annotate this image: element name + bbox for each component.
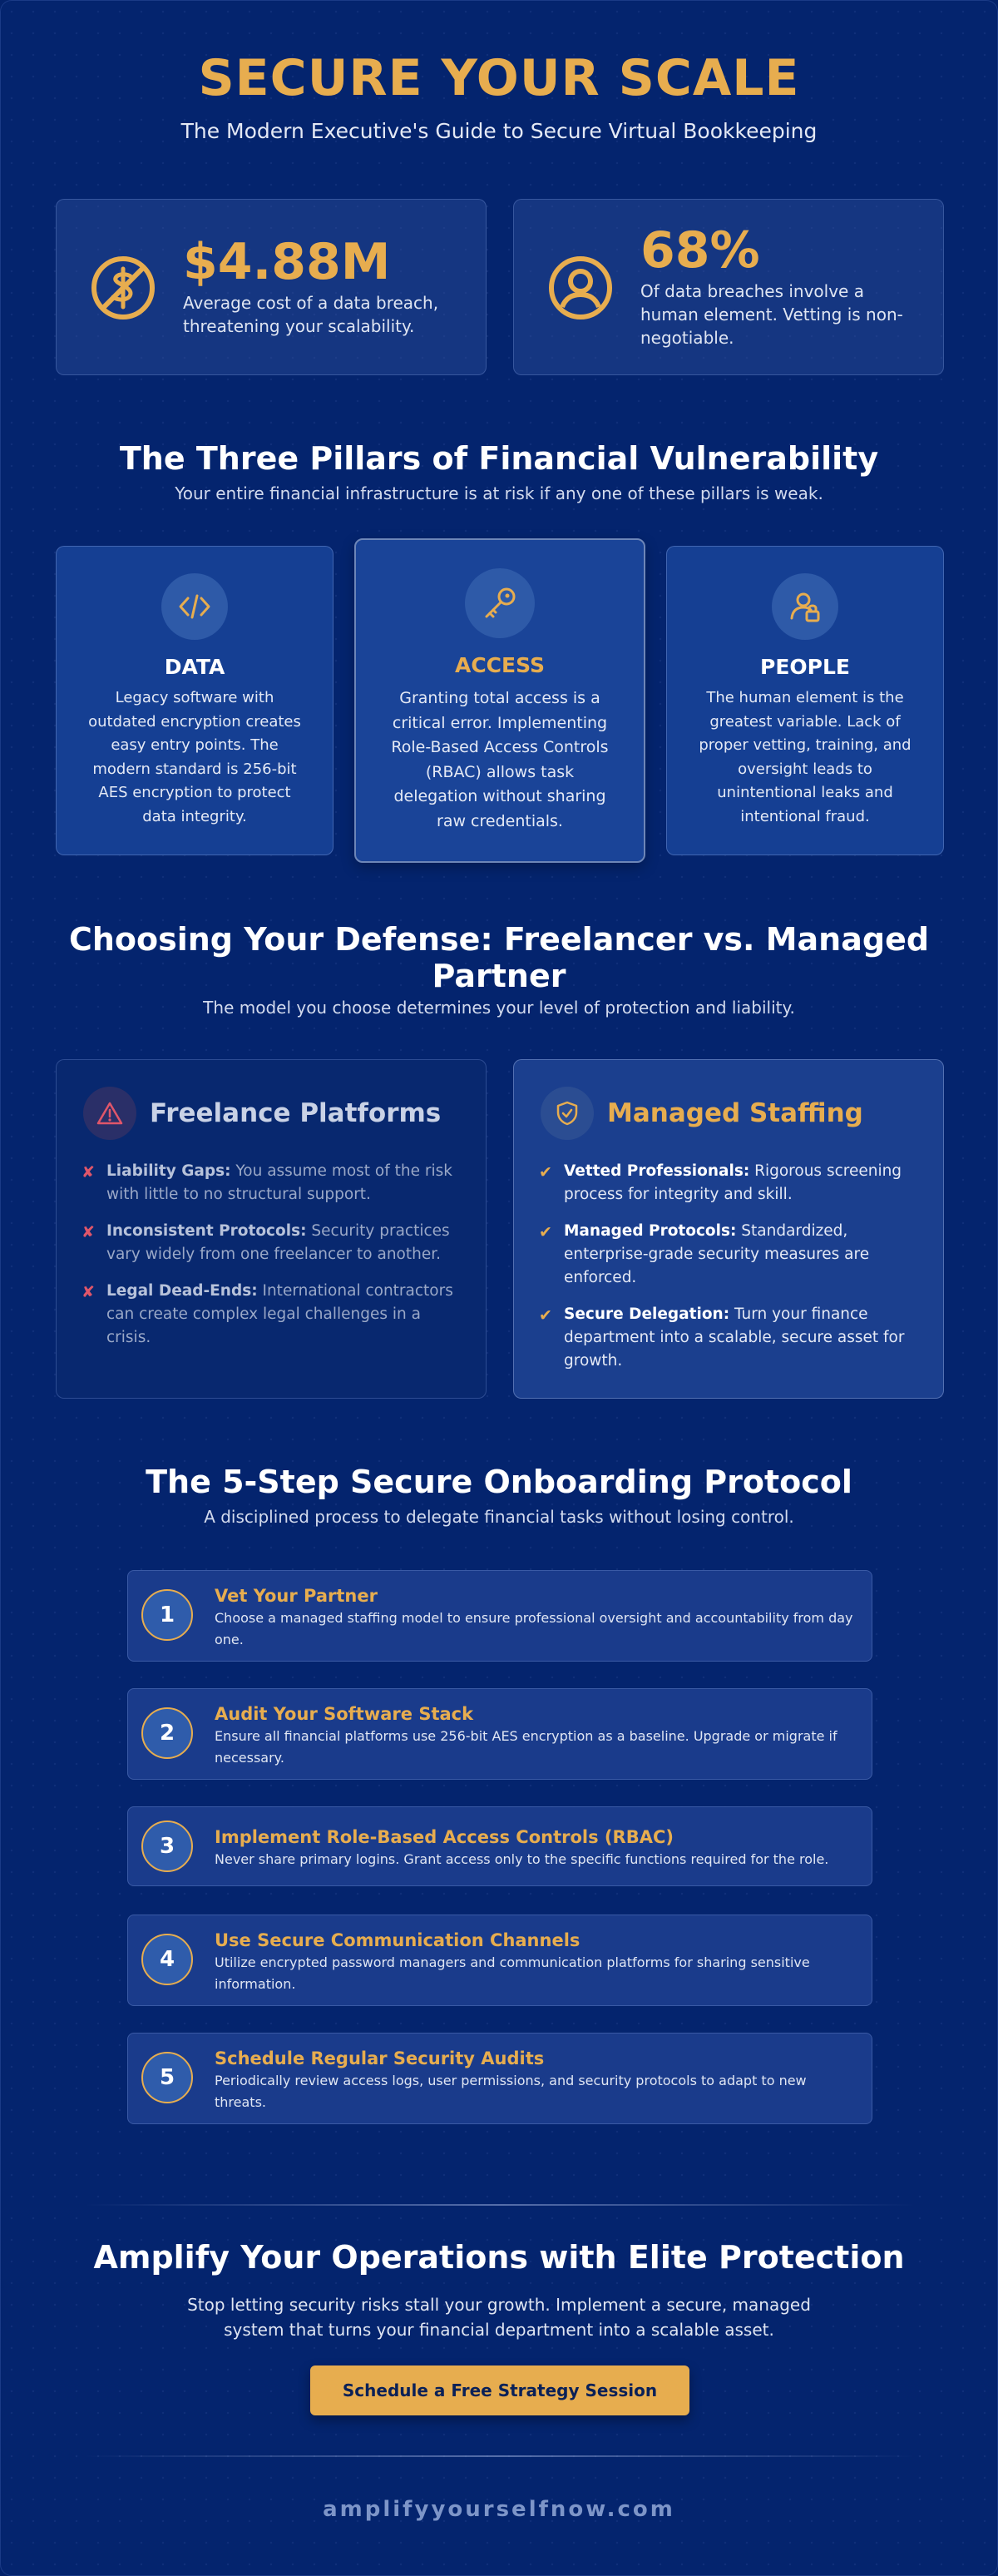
step-description: Never share primary logins. Grant access… (215, 1851, 829, 1867)
steps-section-title: The 5-Step Secure Onboarding Protocol (146, 1464, 852, 1500)
pillar-card-people: PEOPLE The human element is the greatest… (666, 546, 944, 855)
user-circle-icon (549, 256, 612, 320)
defense-section-title: Choosing Your Defense: Freelancer vs. Ma… (68, 921, 930, 994)
no-dollar-icon (91, 256, 155, 320)
code-icon (179, 594, 210, 619)
card-title: Freelance Platforms (150, 1098, 442, 1128)
list-item: Legal Dead-Ends: International contracto… (106, 1282, 453, 1346)
step-number: 2 (141, 1707, 193, 1759)
page-subtitle: The Modern Executive's Guide to Secure V… (180, 119, 818, 143)
pillar-name: DATA (164, 655, 225, 679)
check-mark-icon: ✔ (539, 1306, 552, 1325)
step-title: Use Secure Communication Channels (215, 1930, 581, 1950)
steps-section-subtitle: A disciplined process to delegate financ… (204, 1507, 794, 1527)
pillar-card-data: DATA Legacy software with outdated encry… (56, 546, 333, 855)
list-item: Liability Gaps: You assume most of the r… (106, 1162, 452, 1203)
section-divider (84, 2455, 916, 2457)
step-description: Periodically review access logs, user pe… (215, 2073, 807, 2110)
key-icon (485, 587, 516, 618)
check-mark-icon: ✔ (539, 1163, 552, 1181)
schedule-strategy-session-button[interactable]: Schedule a Free Strategy Session (310, 2365, 689, 2415)
pillar-icon-badge (161, 573, 228, 640)
defense-section-subtitle: The model you choose determines your lev… (203, 998, 795, 1018)
warning-icon-badge (83, 1087, 136, 1140)
step-description: Choose a managed staffing model to ensur… (215, 1610, 853, 1647)
shield-check-icon (556, 1101, 578, 1126)
cross-mark-icon: ✘ (82, 1223, 95, 1241)
cta-description: Stop letting security risks stall your g… (187, 2295, 811, 2340)
step-description: Utilize encrypted password managers and … (215, 1954, 810, 1992)
pillar-description: The human element is the greatest variab… (699, 689, 912, 825)
pillar-icon-badge (772, 573, 838, 640)
user-lock-icon (790, 592, 820, 622)
step-card-4: 4 Use Secure Communication Channels Util… (127, 1915, 872, 2006)
step-description: Ensure all financial platforms use 256-b… (215, 1728, 837, 1766)
pillar-name: PEOPLE (760, 655, 850, 679)
pillars-section-title: The Three Pillars of Financial Vulnerabi… (119, 440, 879, 477)
list-item: Vetted Professionals: Rigorous screening… (564, 1162, 902, 1203)
managed-staffing-card: Managed Staffing ✔ Vetted Professionals:… (513, 1059, 944, 1399)
freelance-platforms-card: Freelance Platforms ✘ Liability Gaps: Yo… (56, 1059, 487, 1399)
card-title: Managed Staffing (607, 1098, 863, 1128)
pillar-name: ACCESS (454, 653, 545, 677)
step-title: Implement Role-Based Access Controls (RB… (215, 1827, 674, 1847)
step-card-3: 3 Implement Role-Based Access Controls (… (127, 1806, 872, 1886)
step-title: Vet Your Partner (215, 1586, 378, 1606)
pillars-section-subtitle: Your entire financial infrastructure is … (175, 483, 823, 503)
cross-mark-icon: ✘ (82, 1163, 95, 1181)
list-item: Secure Delegation: Turn your finance dep… (564, 1305, 905, 1370)
step-number: 4 (141, 1934, 193, 1985)
check-mark-icon: ✔ (539, 1223, 552, 1241)
stat-value: 68% (640, 221, 760, 280)
warning-icon (96, 1102, 123, 1125)
step-title: Audit Your Software Stack (215, 1704, 474, 1724)
stat-description: Of data breaches involve a human element… (640, 281, 903, 348)
section-divider (84, 2204, 916, 2206)
stat-card-breach-cost: $4.88M Average cost of a data breach, th… (56, 199, 487, 375)
pillar-card-access: ACCESS Granting total access is a critic… (354, 538, 645, 863)
stat-description: Average cost of a data breach, threateni… (183, 293, 439, 336)
stat-value: $4.88M (183, 233, 391, 291)
step-card-5: 5 Schedule Regular Security Audits Perio… (127, 2033, 872, 2124)
stat-card-human-element: 68% Of data breaches involve a human ele… (513, 199, 944, 375)
shield-icon-badge (541, 1087, 594, 1140)
step-card-1: 1 Vet Your Partner Choose a managed staf… (127, 1570, 872, 1662)
list-item: Managed Protocols: Standardized, enterpr… (564, 1222, 870, 1286)
footer-url[interactable]: amplifyyourselfnow.com (323, 2497, 675, 2522)
cta-title: Amplify Your Operations with Elite Prote… (93, 2239, 905, 2276)
step-number: 1 (141, 1589, 193, 1641)
list-item: Inconsistent Protocols: Security practic… (106, 1222, 450, 1263)
pillar-description: Legacy software with outdated encryption… (88, 689, 301, 825)
pillar-icon-badge (465, 568, 535, 638)
page-title: SECURE YOUR SCALE (198, 49, 800, 107)
step-number: 5 (141, 2052, 193, 2103)
step-card-2: 2 Audit Your Software Stack Ensure all f… (127, 1688, 872, 1780)
step-title: Schedule Regular Security Audits (215, 2048, 545, 2068)
cross-mark-icon: ✘ (82, 1283, 95, 1301)
step-number: 3 (141, 1821, 193, 1872)
pillar-description: Granting total access is a critical erro… (391, 689, 609, 830)
